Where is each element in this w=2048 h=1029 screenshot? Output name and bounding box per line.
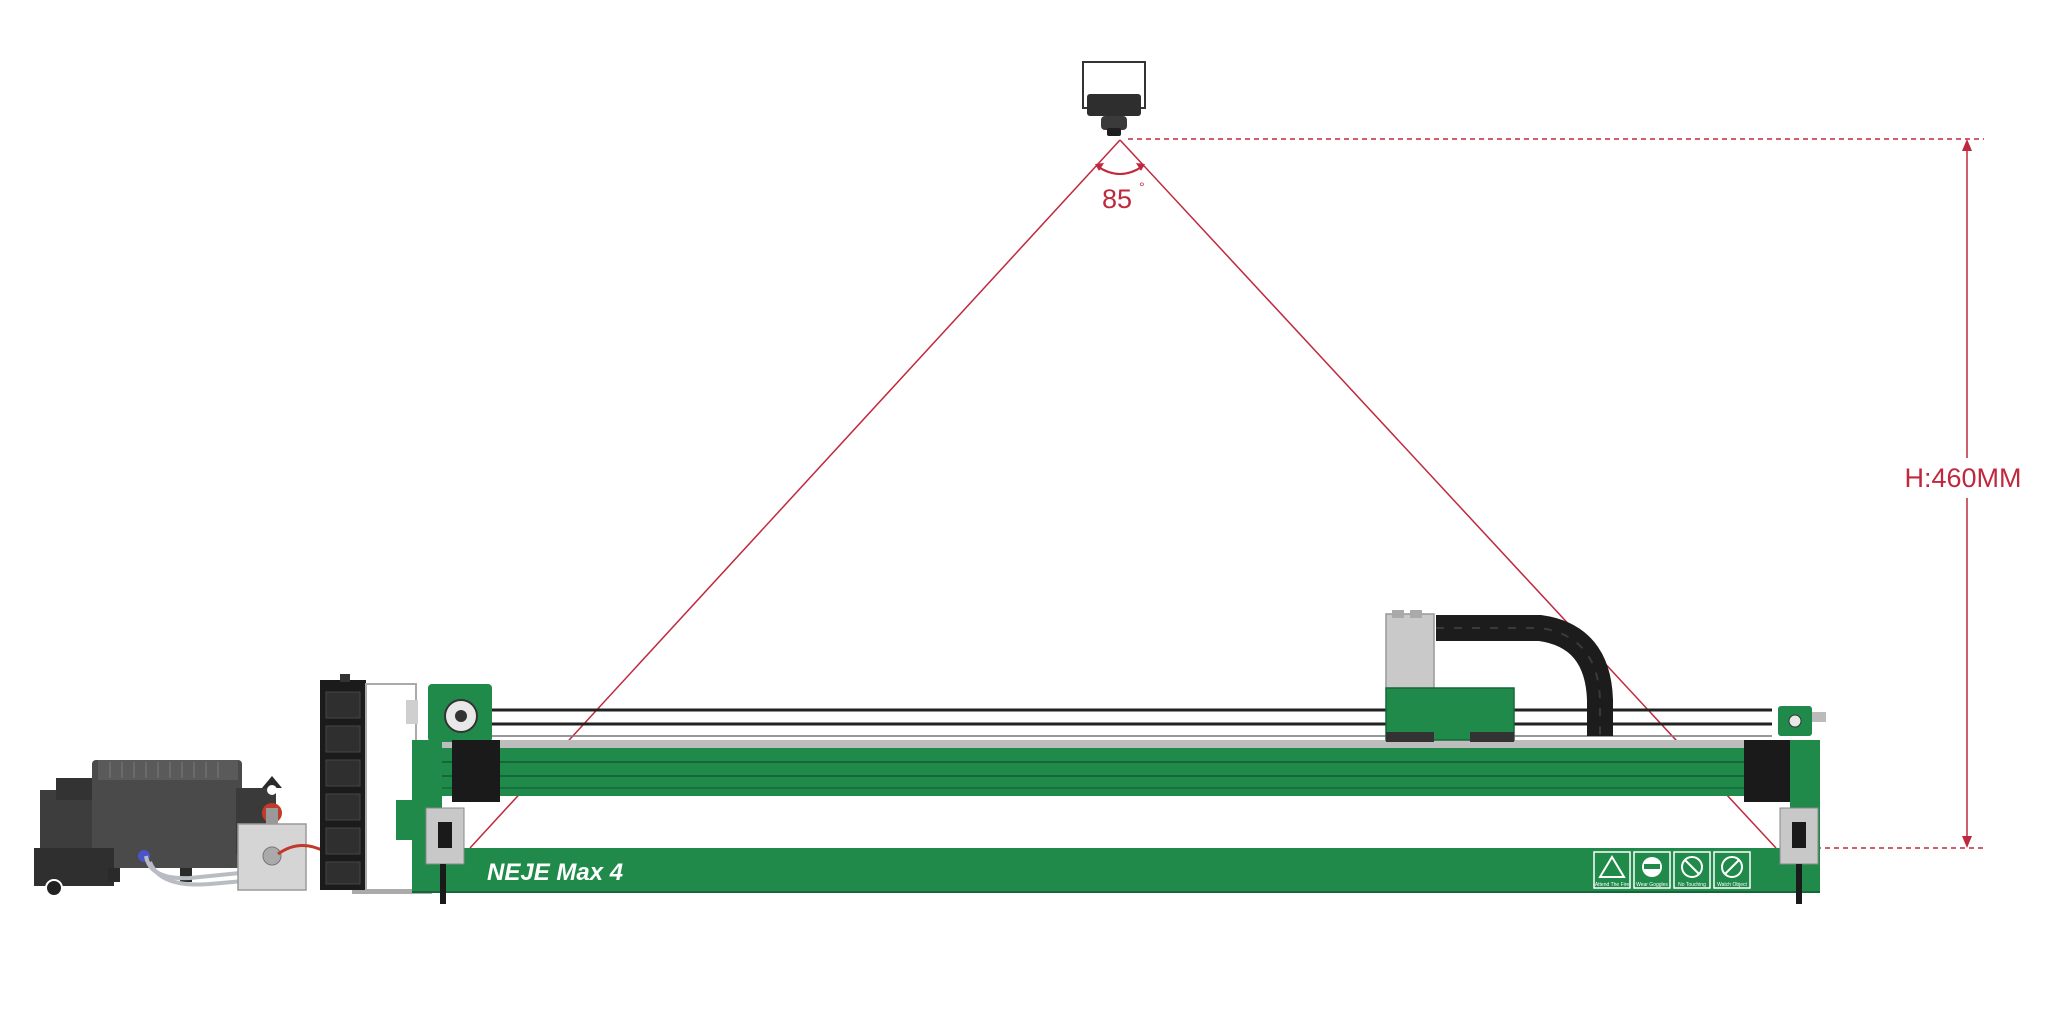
camera-body	[1087, 94, 1141, 116]
right-stepper-motor	[1744, 740, 1792, 802]
angle-value: 85	[1102, 184, 1132, 214]
height-dimension: H:460MM	[1128, 138, 2028, 849]
svg-text:Wear Goggles: Wear Goggles	[1636, 882, 1668, 888]
warning-sign-watch: Watch Object	[1713, 851, 1751, 889]
warning-signs: Attend The Fire Wear Goggles No Touching…	[1593, 851, 1751, 889]
warning-sign-goggles: Wear Goggles	[1633, 851, 1671, 889]
field-of-view: 85 °	[469, 139, 1777, 849]
laser-carriage	[1385, 610, 1613, 742]
pump-wheel	[45, 879, 63, 897]
svg-text:Watch Object: Watch Object	[1717, 882, 1747, 888]
valve-box	[237, 803, 307, 891]
warning-sign-fire: Attend The Fire	[1593, 851, 1631, 889]
carriage-plate	[1385, 687, 1515, 741]
laser-module	[1385, 613, 1435, 691]
left-stepper-motor	[452, 740, 500, 802]
fov-left-ray	[469, 139, 1121, 849]
camera-lens	[1101, 116, 1127, 130]
bottom-arrowhead	[1962, 836, 1972, 848]
air-pump	[34, 760, 282, 897]
brand-label: NEJE Max 4	[487, 859, 623, 886]
svg-text:Attend The Fire: Attend The Fire	[1595, 882, 1630, 888]
angle-arc	[1096, 165, 1144, 175]
camera-device	[1082, 61, 1146, 136]
air-tubes	[144, 855, 256, 887]
upper-gantry-beam	[430, 740, 1802, 796]
svg-text:No Touching: No Touching	[1678, 882, 1706, 888]
control-tower	[320, 674, 432, 894]
height-label: H:460MM	[1904, 463, 2021, 493]
lower-base-rail	[412, 848, 1820, 892]
warning-sign-no-touch: No Touching	[1673, 851, 1711, 889]
angle-degree-symbol: °	[1139, 179, 1145, 195]
top-arrowhead	[1962, 139, 1972, 151]
fov-right-ray	[1119, 139, 1777, 849]
laser-frame: NEJE Max 4 Attend The Fire Wear Goggles …	[396, 684, 1826, 904]
